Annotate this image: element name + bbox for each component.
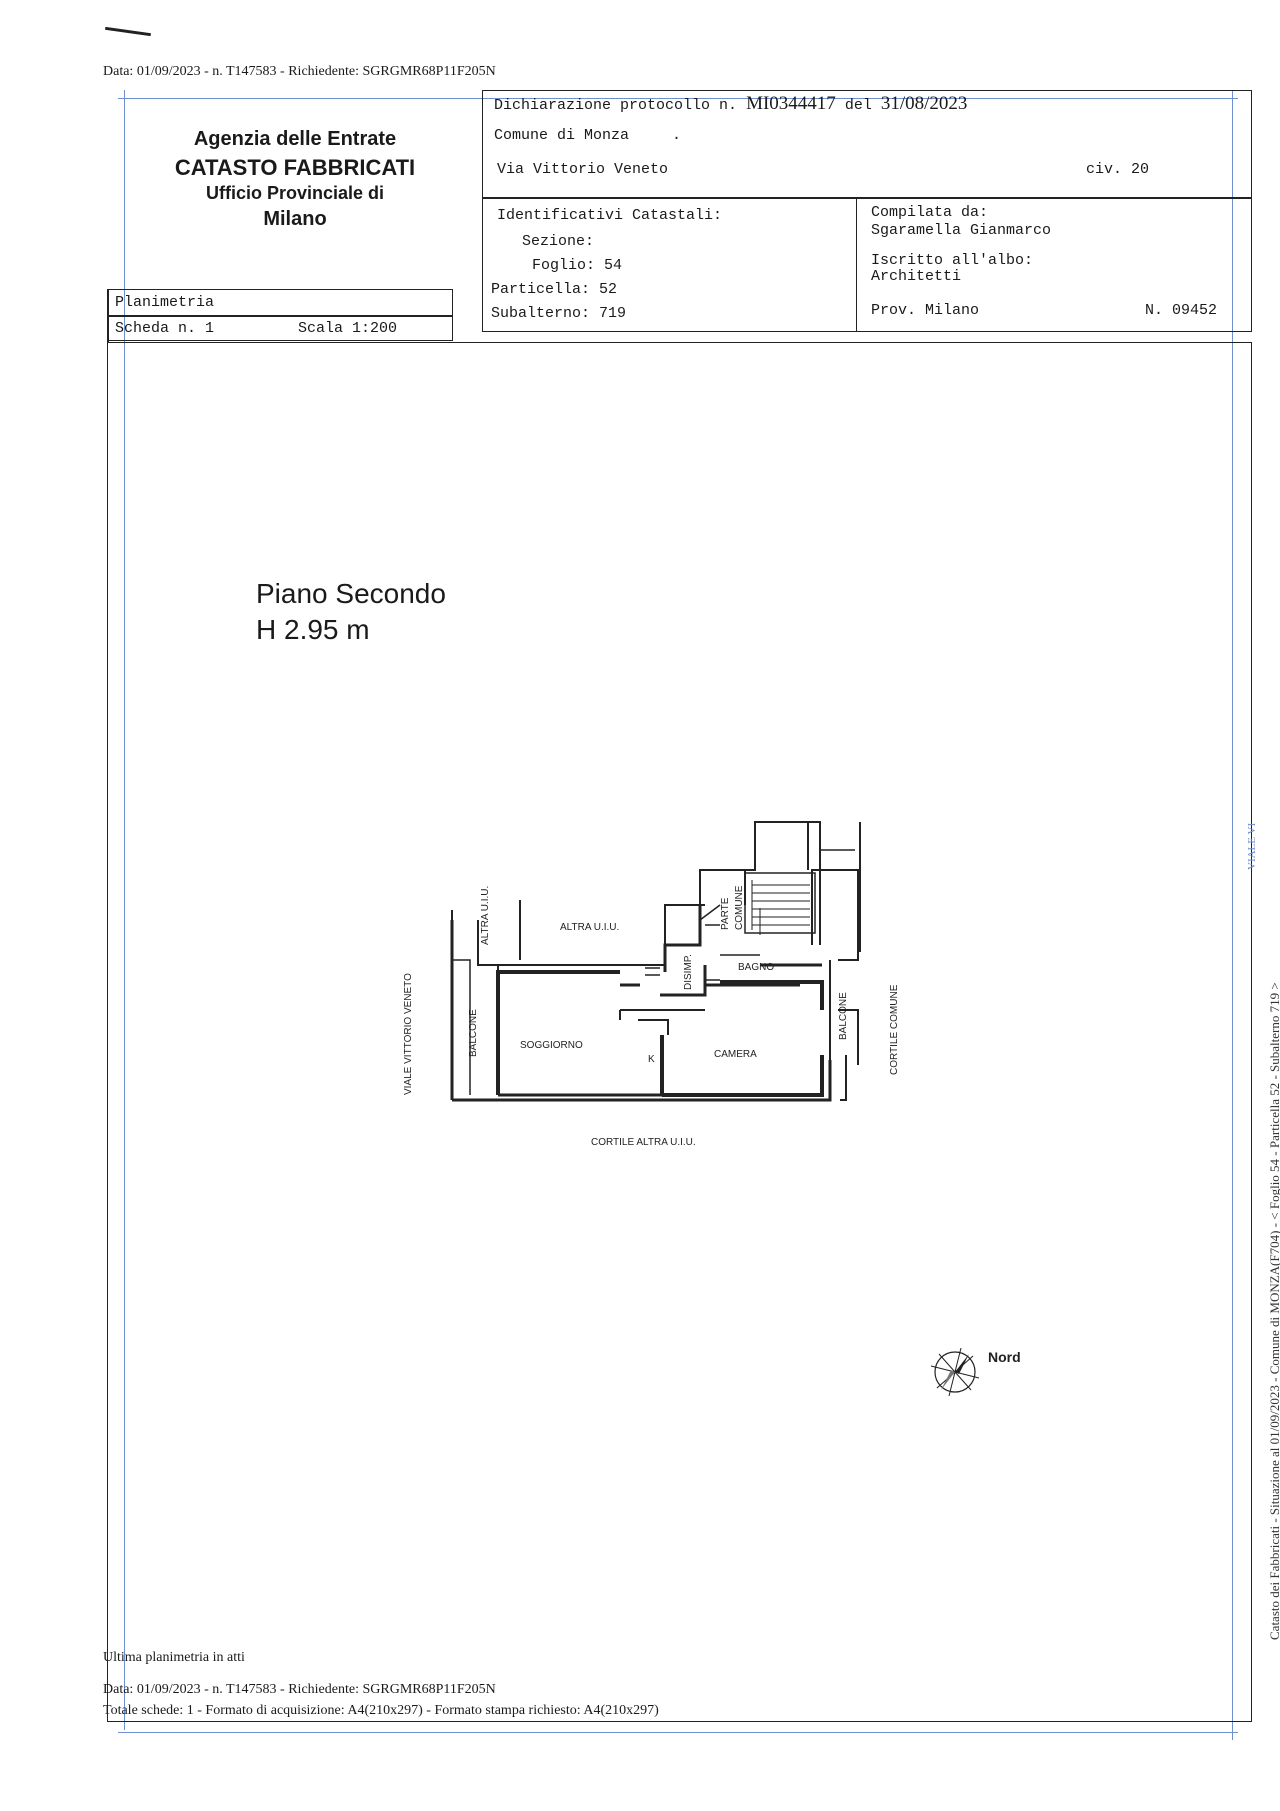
albo-value: Architetti	[871, 268, 962, 285]
agency-name: Agenzia delle Entrate	[193, 128, 397, 150]
label-comune: COMUNE	[734, 885, 745, 930]
drawing-frame	[107, 342, 1252, 1722]
header-request-line: Data: 01/09/2023 - n. T147583 - Richiede…	[103, 64, 496, 79]
declaration-box	[482, 90, 1252, 198]
label-cortile-altra: CORTILE ALTRA U.I.U.	[591, 1137, 696, 1148]
identificativi-title: Identificativi Catastali:	[497, 207, 723, 224]
floor-plan-walls	[450, 821, 861, 1102]
north-compass-icon	[930, 1347, 980, 1397]
declaration-del: del	[844, 97, 872, 114]
footer-totale-line: Totale schede: 1 - Formato di acquisizio…	[103, 1703, 659, 1718]
footer-data-line: Data: 01/09/2023 - n. T147583 - Richiede…	[103, 1682, 496, 1697]
compilata-title: Compilata da:	[871, 204, 989, 221]
iscritto-label: Iscritto all'albo:	[871, 252, 1034, 269]
north-label: Nord	[988, 1349, 1021, 1365]
prov-value: Prov. Milano	[871, 302, 980, 319]
floor-plan-labels: ALTRA U.I.U. ALTRA U.I.U. PARTE COMUNE D…	[403, 885, 900, 1148]
label-soggiorno: SOGGIORNO	[520, 1040, 583, 1051]
particella-field: Particella: 52	[491, 281, 618, 298]
address-label: Via Vittorio Veneto	[497, 161, 669, 178]
label-cortile-comune: CORTILE COMUNE	[889, 984, 900, 1075]
frame-left-upper	[107, 289, 109, 343]
floor-height: H 2.95 m	[256, 614, 370, 645]
declaration-date: 31/08/2023	[880, 93, 968, 114]
floor-title: Piano Secondo	[256, 578, 446, 609]
comune-label: Comune di Monza	[494, 127, 630, 144]
label-balcone-right: BALCONE	[838, 992, 849, 1040]
label-altra-uiu: ALTRA U.I.U.	[560, 922, 619, 933]
scheda-divider	[107, 315, 453, 317]
label-disimp: DISIMP.	[683, 954, 694, 990]
label-camera: CAMERA	[714, 1049, 757, 1060]
catasto-title: CATASTO FABBRICATI	[174, 155, 416, 180]
label-parte: PARTE	[720, 897, 731, 930]
ufficio-label: Ufficio Provinciale di	[205, 183, 385, 203]
agency-block: Agenzia delle Entrate CATASTO FABBRICATI…	[150, 128, 440, 231]
compilata-name: Sgaramella Gianmarco	[871, 222, 1052, 239]
subalterno-field: Subalterno: 719	[491, 305, 627, 322]
side-cadastral-text: Catasto dei Fabbricati - Situazione al 0…	[1267, 982, 1280, 1640]
planimetria-label: Planimetria	[115, 294, 215, 311]
scheda-number: Scheda n. 1	[115, 320, 215, 337]
frame-blue-right	[1232, 90, 1233, 1740]
label-viale: VIALE VITTORIO VENETO	[403, 973, 414, 1095]
civ-label: civ. 20	[1086, 161, 1150, 178]
label-balcone-left: BALCONE	[468, 1009, 479, 1057]
side-stamp: VIALE VI	[1246, 822, 1258, 870]
albo-number: N. 09452	[1145, 302, 1218, 319]
frame-blue-left	[124, 90, 125, 1730]
frame-blue-top	[118, 98, 1238, 99]
declaration-label: Dichiarazione protocollo n.	[494, 97, 738, 114]
declaration-line: Dichiarazione protocollo n. MI0344417 de…	[494, 93, 967, 115]
scala-value: Scala 1:200	[298, 320, 398, 337]
label-bagno: BAGNO	[738, 962, 774, 973]
foglio-field: Foglio: 54	[532, 257, 623, 274]
label-altra-uiu-vertical: ALTRA U.I.U.	[480, 886, 491, 945]
ultima-planimetria: Ultima planimetria in atti	[103, 1650, 245, 1665]
frame-blue-bottom	[118, 1732, 1238, 1733]
comune-dot: .	[672, 127, 682, 144]
compilata-box	[856, 198, 1252, 332]
ufficio-city: Milano	[263, 208, 327, 230]
declaration-number: MI0344417	[746, 93, 836, 114]
sezione-field: Sezione:	[522, 233, 595, 250]
label-k: K	[648, 1054, 655, 1065]
